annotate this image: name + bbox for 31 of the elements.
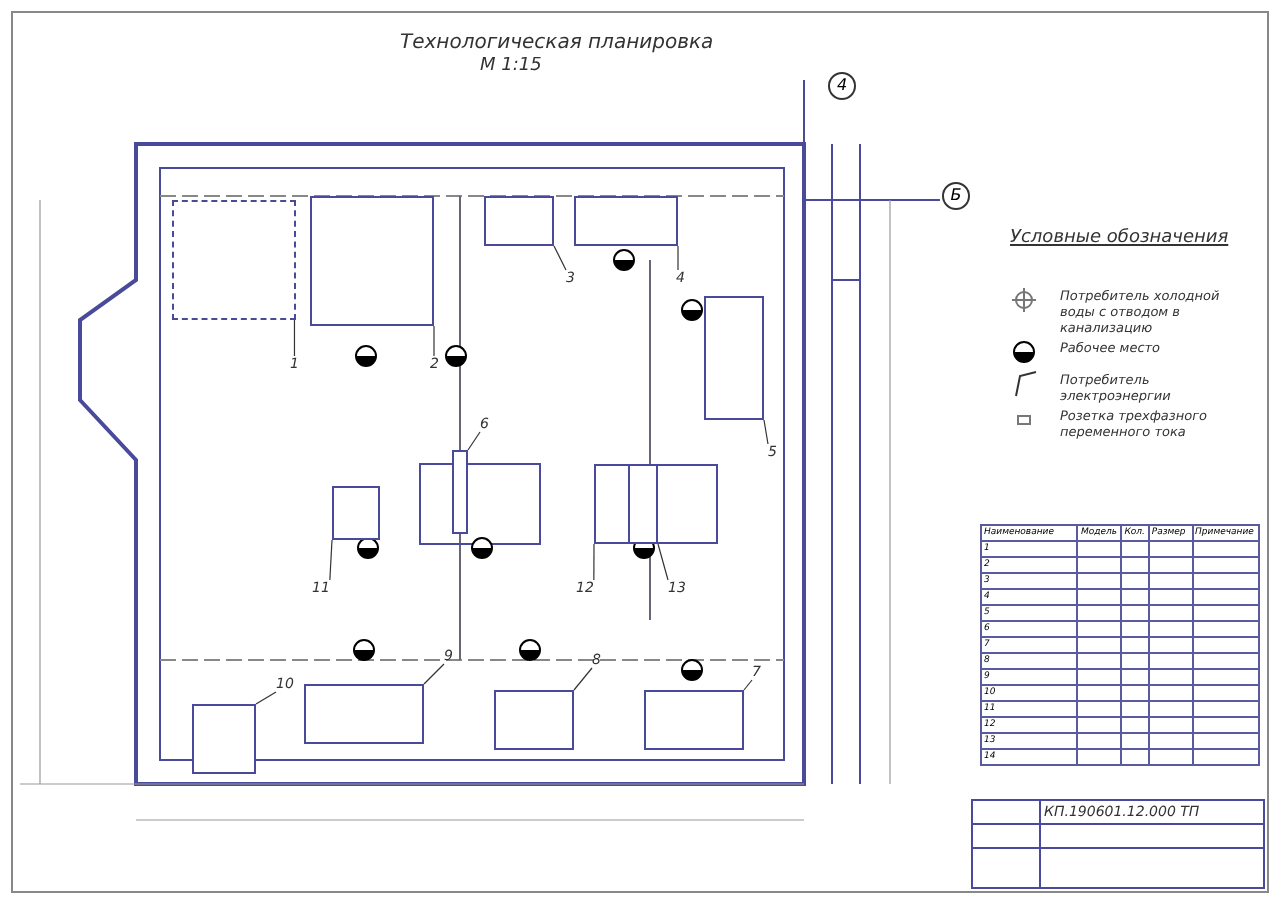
scale-label: М 1:15 <box>480 56 542 76</box>
equipment-outline <box>310 196 434 326</box>
equipment-outline <box>574 196 678 246</box>
leader-line <box>329 539 333 581</box>
axis-marker: Б <box>942 182 970 210</box>
axis-marker: 4 <box>828 72 856 100</box>
leader-line <box>553 245 567 271</box>
leader-line <box>467 431 481 451</box>
leader-line <box>657 543 669 581</box>
equipment-outline <box>304 684 424 744</box>
leader-line <box>677 245 679 271</box>
equipment-outline <box>192 704 256 774</box>
equipment-outline <box>452 450 468 534</box>
leader-line <box>573 667 593 691</box>
legend-heading: Условные обозначения <box>1010 228 1229 248</box>
equipment-outline <box>332 486 380 540</box>
equipment-outline <box>594 464 718 544</box>
equipment-outline <box>484 196 554 246</box>
leader-line <box>255 691 277 705</box>
leader-line <box>593 543 595 581</box>
work-area <box>172 200 296 320</box>
drawing-title: Технологическая планировка <box>400 32 714 54</box>
leader-line <box>293 319 296 357</box>
equipment-outline <box>644 690 744 750</box>
equipment-outline <box>494 690 574 750</box>
equipment-outline <box>628 464 658 544</box>
leader-line <box>423 663 445 685</box>
leader-line <box>763 419 769 445</box>
leader-line <box>743 679 753 691</box>
equipment-outline <box>704 296 764 420</box>
leader-line <box>433 325 435 357</box>
